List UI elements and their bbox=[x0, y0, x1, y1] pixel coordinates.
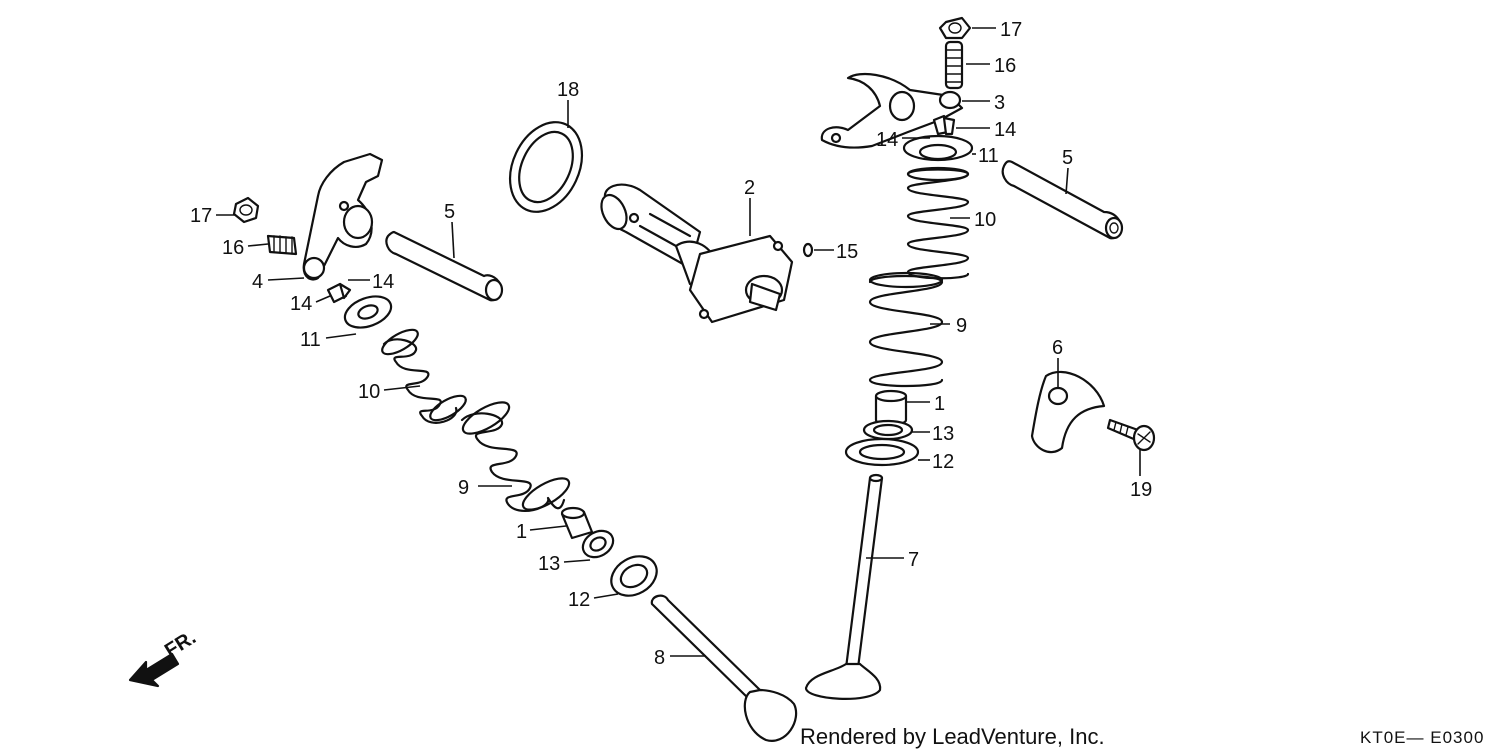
part-5-rocker-shaft-left bbox=[385, 230, 504, 302]
callout-10-right: 10 bbox=[974, 209, 996, 231]
render-credit: Rendered by LeadVenture, Inc. bbox=[800, 724, 1105, 749]
part-14-valve-cotter-left bbox=[326, 282, 352, 304]
callout-7: 7 bbox=[908, 549, 919, 571]
part-10-inner-spring-right bbox=[906, 166, 970, 280]
part-18-gasket-ring bbox=[508, 121, 584, 213]
callout-14-right-upper: 14 bbox=[994, 119, 1016, 141]
part-12-spring-seat-left bbox=[610, 555, 658, 597]
callout-2: 2 bbox=[744, 177, 755, 199]
part-4-rocker-arm bbox=[302, 152, 384, 281]
callout-4: 4 bbox=[252, 271, 263, 293]
part-2-camshaft bbox=[600, 183, 794, 324]
part-14-valve-cotter-right bbox=[932, 114, 956, 136]
callout-5-left: 5 bbox=[444, 201, 455, 223]
callout-13-left: 13 bbox=[538, 553, 560, 575]
callout-14-left-upper: 14 bbox=[372, 271, 394, 293]
part-10-inner-spring-left bbox=[381, 328, 467, 424]
callout-5-right: 5 bbox=[1062, 147, 1073, 169]
part-1-stem-seal-right bbox=[874, 389, 908, 426]
callout-12-left: 12 bbox=[568, 589, 590, 611]
callout-16-right: 16 bbox=[994, 55, 1016, 77]
part-3-rocker-arm bbox=[820, 72, 964, 149]
callout-11-left: 11 bbox=[300, 329, 321, 351]
diagram-code: KT0E— E0300 bbox=[1360, 728, 1485, 747]
callout-12-right: 12 bbox=[932, 451, 954, 473]
callout-17-left: 17 bbox=[190, 205, 212, 227]
front-direction-arrow bbox=[128, 652, 180, 688]
part-8-exhaust-valve bbox=[650, 594, 798, 742]
callout-15: 15 bbox=[836, 241, 858, 263]
callout-6: 6 bbox=[1052, 337, 1063, 359]
callout-numbers: 17 16 3 14 14 11 5 10 9 1 13 12 7 6 19 1… bbox=[190, 19, 1152, 669]
callout-8: 8 bbox=[654, 647, 665, 669]
callout-18: 18 bbox=[557, 79, 579, 101]
callout-1-left: 1 bbox=[516, 521, 527, 543]
callout-3: 3 bbox=[994, 92, 1005, 114]
part-6-stopper-plate bbox=[1030, 370, 1106, 454]
part-12-spring-seat-right bbox=[844, 437, 920, 467]
callout-9-left: 9 bbox=[458, 477, 469, 499]
callout-16-left: 16 bbox=[222, 237, 244, 259]
leader-lines bbox=[216, 27, 1141, 657]
callout-19: 19 bbox=[1130, 479, 1152, 501]
part-19-bolt bbox=[1106, 418, 1156, 452]
part-17-lock-nut-right bbox=[938, 16, 972, 40]
callout-10-left: 10 bbox=[358, 381, 380, 403]
part-11-spring-retainer-right bbox=[902, 134, 974, 162]
callout-17-right: 17 bbox=[1000, 19, 1022, 41]
part-15-dowel-pin bbox=[802, 242, 814, 258]
part-7-intake-valve bbox=[804, 473, 884, 700]
part-13-washer-left bbox=[581, 529, 615, 559]
part-9-outer-spring-right bbox=[868, 271, 944, 388]
part-17-lock-nut-left bbox=[232, 196, 260, 224]
part-5-rocker-shaft-right bbox=[1001, 160, 1124, 240]
callout-14-right-lower: 14 bbox=[876, 129, 898, 151]
callout-13-right: 13 bbox=[932, 423, 954, 445]
callout-9-right: 9 bbox=[956, 315, 967, 337]
part-11-spring-retainer-left bbox=[343, 295, 393, 329]
callout-11-right: 11 bbox=[978, 145, 999, 167]
callout-14-left-lower: 14 bbox=[290, 293, 312, 315]
part-1-stem-seal-left bbox=[560, 506, 594, 540]
part-16-adjusting-screw-left bbox=[266, 234, 298, 256]
part-13-washer-right bbox=[862, 419, 914, 441]
part-9-outer-spring-left bbox=[460, 401, 571, 512]
part-16-adjusting-screw-right bbox=[944, 40, 964, 90]
callout-1-right: 1 bbox=[934, 393, 945, 415]
